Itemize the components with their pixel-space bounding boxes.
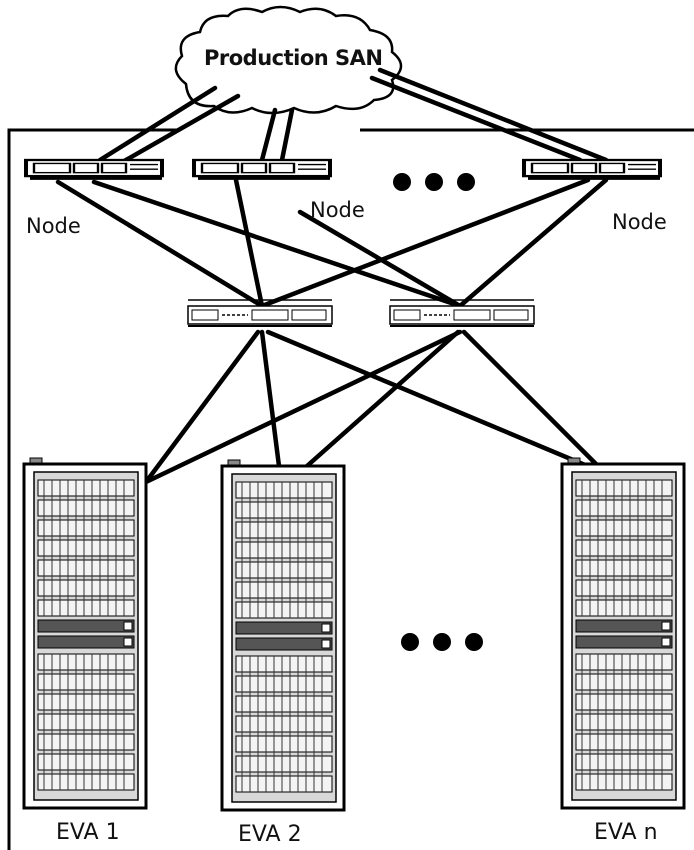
more-nodes-ellipsis <box>393 173 475 191</box>
eva-label-1: EVA 1 <box>56 820 120 845</box>
node-switch-links <box>55 177 609 309</box>
node-label-2: Node <box>310 198 365 222</box>
production-san-label: Production SAN <box>204 46 383 70</box>
eva-label-2: EVA 2 <box>238 822 302 847</box>
eva-rack-1 <box>22 456 148 810</box>
eva-rack-n <box>560 456 686 810</box>
san-node-links <box>97 67 609 171</box>
more-storage-ellipsis <box>401 633 483 651</box>
enclosure-frame <box>7 128 180 850</box>
node-server-3 <box>524 160 660 178</box>
node-server-2 <box>194 160 330 178</box>
eva-label-n: EVA n <box>594 820 658 845</box>
node-label-3: Node <box>612 210 667 234</box>
eva-rack-2 <box>220 458 346 812</box>
node-server-1 <box>26 160 162 178</box>
node-label-1: Node <box>26 214 81 238</box>
switch-storage-links <box>143 329 619 485</box>
